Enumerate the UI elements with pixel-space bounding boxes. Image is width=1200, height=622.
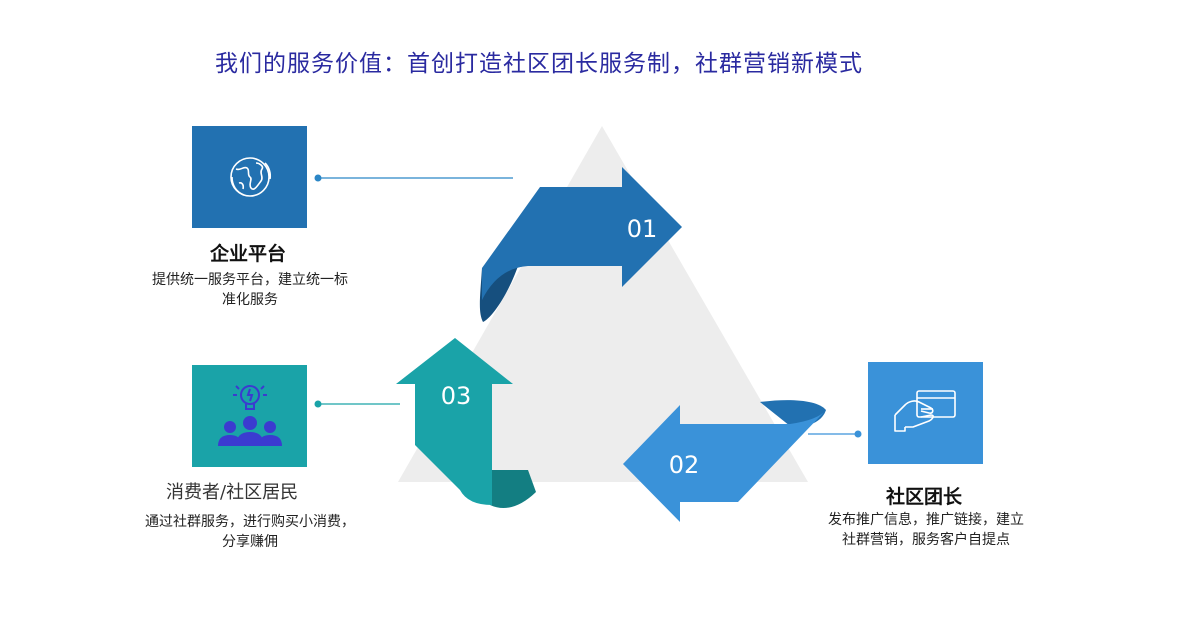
card-in-hand-icon (893, 390, 956, 432)
connector-consumer (314, 400, 400, 408)
arrow-02: 02 (623, 400, 826, 522)
arrow-03-label: 03 (441, 382, 472, 410)
arrow-02-label: 02 (669, 451, 700, 479)
arrow-01: 01 (479, 167, 682, 322)
consumer-desc-line1: 通过社群服务，进行购买小消费， (145, 514, 355, 530)
enterprise-desc-line1: 提供统一服务平台，建立统一标 (152, 272, 348, 288)
leader-desc-line2: 社群营销，服务客户自提点 (842, 532, 1010, 548)
globe-icon (229, 157, 271, 197)
consumer-heading: 消费者/社区居民 (166, 482, 299, 503)
connector-leader (808, 430, 862, 438)
arrow-03: 03 (396, 338, 536, 509)
consumer-desc-line2: 分享赚佣 (222, 534, 278, 550)
people-idea-icon (217, 385, 282, 446)
leader-icon-box (868, 362, 983, 464)
consumer-description: 通过社群服务，进行购买小消费， 分享赚佣 (100, 512, 400, 552)
leader-heading: 社区团长 (885, 486, 962, 508)
connector-enterprise (314, 174, 513, 182)
enterprise-description: 提供统一服务平台，建立统一标 准化服务 (110, 270, 390, 310)
leader-desc-line1: 发布推广信息，推广链接，建立 (828, 512, 1024, 528)
consumer-icon-box (192, 365, 307, 467)
page-title: 我们的服务价值：首创打造社区团长服务制，社群营销新模式 (215, 51, 863, 77)
enterprise-desc-line2: 准化服务 (222, 292, 278, 308)
enterprise-icon-box (192, 126, 307, 228)
arrow-01-label: 01 (627, 215, 658, 243)
leader-description: 发布推广信息，推广链接，建立 社群营销，服务客户自提点 (786, 510, 1066, 550)
background-triangle (398, 126, 808, 482)
enterprise-heading: 企业平台 (209, 243, 286, 265)
